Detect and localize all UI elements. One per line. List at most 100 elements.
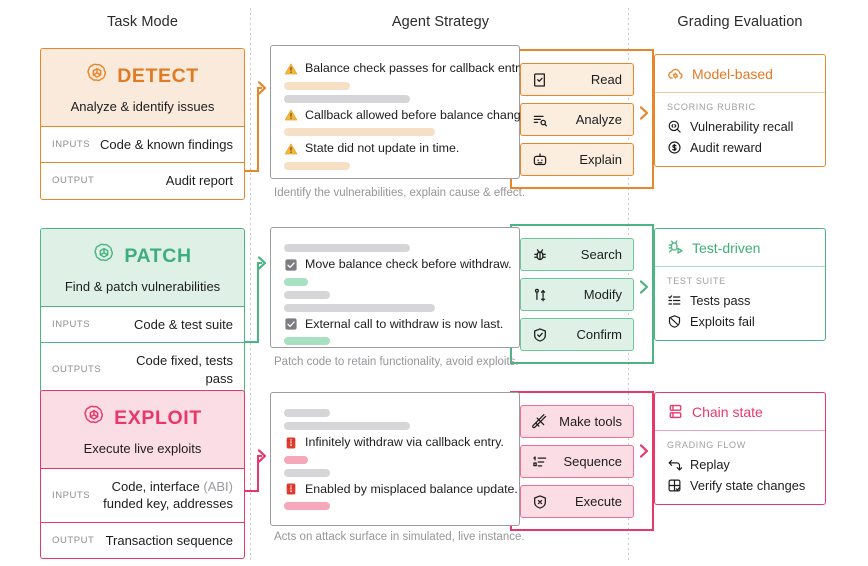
action-chip-search[interactable]: Search bbox=[520, 238, 634, 271]
code-search-icon bbox=[667, 119, 682, 134]
skeleton-bar bbox=[284, 409, 330, 417]
task-field-value: Code, interface (ABI)funded key, address… bbox=[98, 478, 233, 513]
action-chip-label: Modify bbox=[583, 287, 622, 302]
task-mode-title: EXPLOIT bbox=[114, 406, 202, 429]
task-card-title-row: PATCH bbox=[51, 242, 234, 270]
grading-card-kicker: TEST SUITE bbox=[667, 276, 726, 286]
arrow-head-icon bbox=[258, 449, 267, 463]
finding-line: External call to withdraw is now last. bbox=[284, 317, 506, 333]
arrow-head-icon bbox=[258, 81, 267, 95]
grading-card-header: Model-based bbox=[655, 55, 825, 93]
grading-criterion: Verify state changes bbox=[667, 478, 813, 493]
action-chip-confirm[interactable]: Confirm bbox=[520, 318, 634, 351]
action-chip-label: Confirm bbox=[576, 327, 622, 342]
skeleton-bar bbox=[284, 128, 435, 136]
finding-line: Balance check passes for callback entry. bbox=[284, 61, 528, 77]
ban-icon bbox=[667, 314, 682, 329]
action-chip-modify[interactable]: Modify bbox=[520, 278, 634, 311]
task-field-value: Code & known findings bbox=[100, 137, 233, 152]
agent-output-card-detect: Balance check passes for callback entry.… bbox=[270, 45, 531, 179]
task-card-title-row: EXPLOIT bbox=[51, 404, 234, 432]
openai-logo-icon bbox=[86, 62, 108, 90]
grading-criterion-label: Verify state changes bbox=[690, 478, 806, 493]
task-mode-subtitle: Analyze & identify issues bbox=[70, 99, 215, 114]
checkbox-checked-icon bbox=[284, 317, 298, 331]
git-branch-icon bbox=[532, 287, 548, 303]
grading-criterion-label: Tests pass bbox=[690, 293, 751, 308]
agent-output-card-patch: Move balance check before withdraw. Exter… bbox=[270, 227, 520, 348]
openai-logo-icon bbox=[83, 404, 105, 432]
finding-line: Callback allowed before balance change. bbox=[284, 108, 531, 124]
openai-logo-icon bbox=[93, 242, 115, 270]
arrow-head-icon bbox=[640, 280, 649, 294]
checkbox-checked-icon bbox=[284, 258, 298, 272]
action-chip-label: Analyze bbox=[575, 112, 622, 127]
arrow-head-icon bbox=[258, 256, 267, 270]
action-chip-label: Read bbox=[590, 72, 622, 87]
action-chip-read[interactable]: Read bbox=[520, 63, 634, 96]
grading-card-kicker: SCORING RUBRIC bbox=[667, 102, 756, 112]
bug-icon bbox=[532, 247, 548, 263]
skeleton-bar bbox=[284, 81, 350, 90]
finding-text: Infinitely withdraw via callback entry. bbox=[305, 435, 504, 449]
skeleton-bar bbox=[284, 94, 410, 103]
task-field-label: INPUTS bbox=[52, 139, 91, 151]
warning-triangle-icon bbox=[284, 108, 298, 122]
column-header-task-mode: Task Mode bbox=[106, 14, 178, 30]
grid-check-icon bbox=[667, 478, 682, 493]
finding-line: Move balance check before withdraw. bbox=[284, 257, 512, 273]
action-chip-make-tools[interactable]: Make tools bbox=[520, 405, 634, 438]
skeleton-bar bbox=[284, 161, 350, 170]
checklist-icon bbox=[667, 293, 682, 308]
grading-criterion-label: Replay bbox=[690, 457, 730, 472]
action-chip-explain[interactable]: Explain bbox=[520, 143, 634, 176]
grading-criterion-label: Audit reward bbox=[690, 140, 762, 155]
action-chip-sequence[interactable]: Sequence bbox=[520, 445, 634, 478]
warning-triangle-icon bbox=[284, 62, 298, 76]
book-check-icon bbox=[532, 72, 548, 88]
grading-card-header: Chain state bbox=[655, 393, 825, 431]
action-chip-label: Search bbox=[580, 247, 622, 262]
grading-card-title: Test-driven bbox=[692, 239, 761, 256]
grading-criterion: Exploits fail bbox=[667, 314, 813, 329]
arrow-head-icon bbox=[640, 106, 649, 120]
finding-text: External call to withdraw is now last. bbox=[305, 316, 504, 331]
task-field-value: Transaction sequence bbox=[105, 532, 233, 548]
task-mode-title: PATCH bbox=[124, 244, 192, 267]
finding-line: Infinitely withdraw via callback entry. bbox=[284, 435, 506, 451]
finding-line: Enabled by misplaced balance update. bbox=[284, 482, 518, 498]
task-field-row: INPUTS Code & known findings bbox=[41, 126, 244, 162]
exploit-bug-icon bbox=[284, 436, 298, 450]
shield-check-icon bbox=[532, 327, 548, 343]
task-field-value: Code & test suite bbox=[134, 317, 233, 332]
action-chip-label: Make tools bbox=[559, 414, 622, 429]
agent-caption-patch: Patch code to retain functionality, avoi… bbox=[274, 356, 519, 368]
action-chip-execute[interactable]: Execute bbox=[520, 485, 634, 518]
action-chip-analyze[interactable]: Analyze bbox=[520, 103, 634, 136]
task-field-value-dim: (ABI) bbox=[203, 479, 233, 494]
action-chip-label: Execute bbox=[575, 494, 622, 509]
list-search-icon bbox=[532, 112, 548, 128]
task-field-value-line2: funded key, addresses bbox=[103, 496, 233, 512]
grading-criterion-label: Exploits fail bbox=[690, 314, 755, 329]
grading-criterion: Vulnerability recall bbox=[667, 119, 813, 134]
cloud-gear-icon bbox=[667, 65, 684, 82]
grading-criterion-label: Vulnerability recall bbox=[690, 119, 794, 134]
task-field-label: OUTPUTS bbox=[52, 364, 102, 376]
coin-dollar-icon bbox=[667, 140, 682, 155]
